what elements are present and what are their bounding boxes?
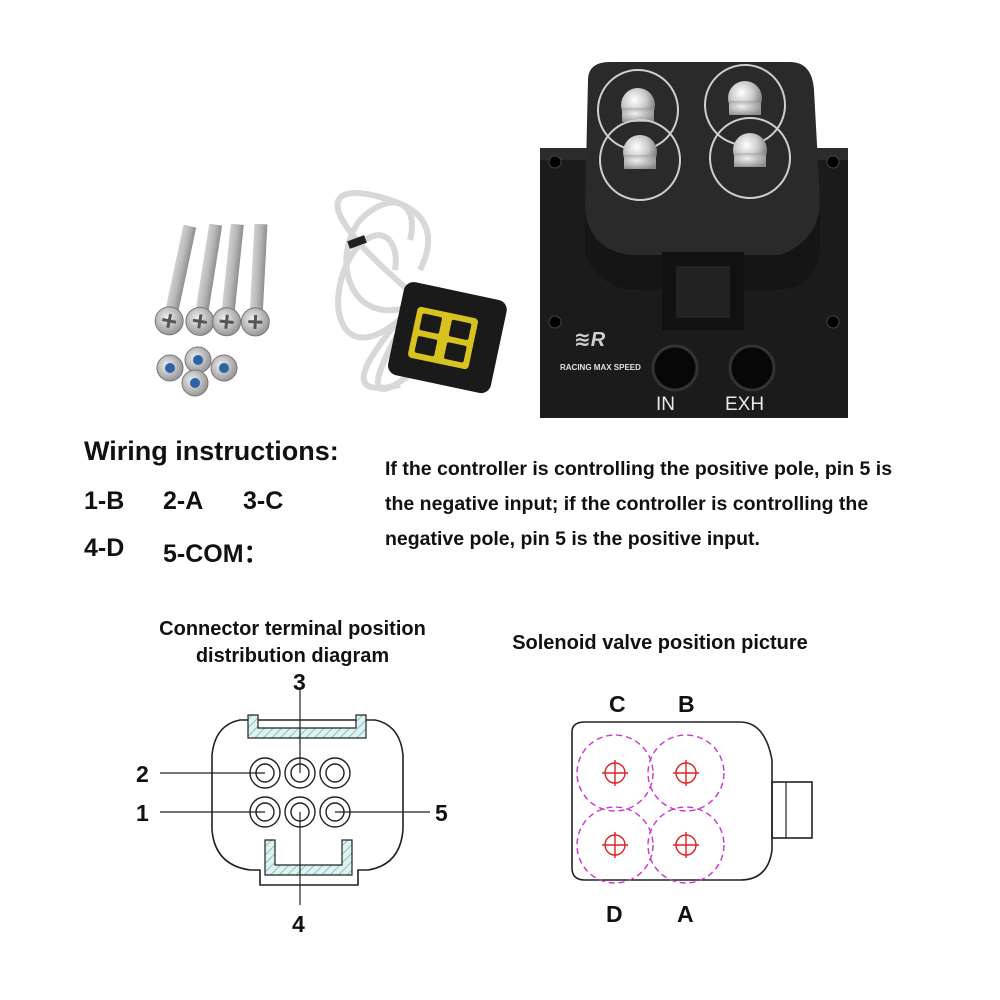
product-photo: ≋R RACING MAX SPEED IN EXH [154,62,848,418]
nut-icon [156,346,238,397]
connector-caption: Connector terminal position distribution… [140,616,445,670]
valve-body [571,721,773,881]
connector-label-4: 4 [292,911,305,937]
pin-4-mapping: 4-D [84,534,125,562]
valve-letter-c: C [609,691,626,717]
pin-3-mapping: 3-C [243,487,284,515]
valve-letter-a: A [677,901,694,927]
port-exh-label: EXH [725,394,764,415]
connector-diagram: 1 2 3 4 5 [136,669,448,937]
svg-text:≋R: ≋R [574,329,606,351]
connector-caption-line1: Connector terminal position [159,618,426,640]
solenoid-valve: ≋R RACING MAX SPEED IN EXH [540,62,848,418]
valve-letter-b: B [678,691,695,717]
wiring-description: If the controller is controlling the pos… [385,452,985,557]
connector-caption-line2: distribution diagram [195,645,390,667]
valve-caption: Solenoid valve position picture [512,632,808,654]
connector-label-2: 2 [136,761,149,787]
description-line: negative pole, pin 5 is the positive inp… [385,528,760,550]
connector-label-1: 1 [136,800,149,826]
description-line: the negative input; if the controller is… [385,493,869,515]
wiring-title: Wiring instructions: [84,436,339,466]
connector-label-3: 3 [293,669,306,695]
screw-icon [154,223,270,337]
pin-1-mapping: 1-B [84,487,125,515]
valve-diagram: C B D A [571,691,813,927]
brand-label: RACING MAX SPEED [560,363,641,372]
port-in-label: IN [656,394,675,415]
pin-2-mapping: 2-A [163,487,204,515]
pin-5-mapping: 5-COM： [163,540,269,568]
valve-letter-d: D [606,901,623,927]
connector-label-5: 5 [435,800,448,826]
connector-body [211,719,404,886]
connector-plug [388,282,507,394]
description-line: If the controller is controlling the pos… [385,458,893,480]
wire-harness [334,190,432,392]
